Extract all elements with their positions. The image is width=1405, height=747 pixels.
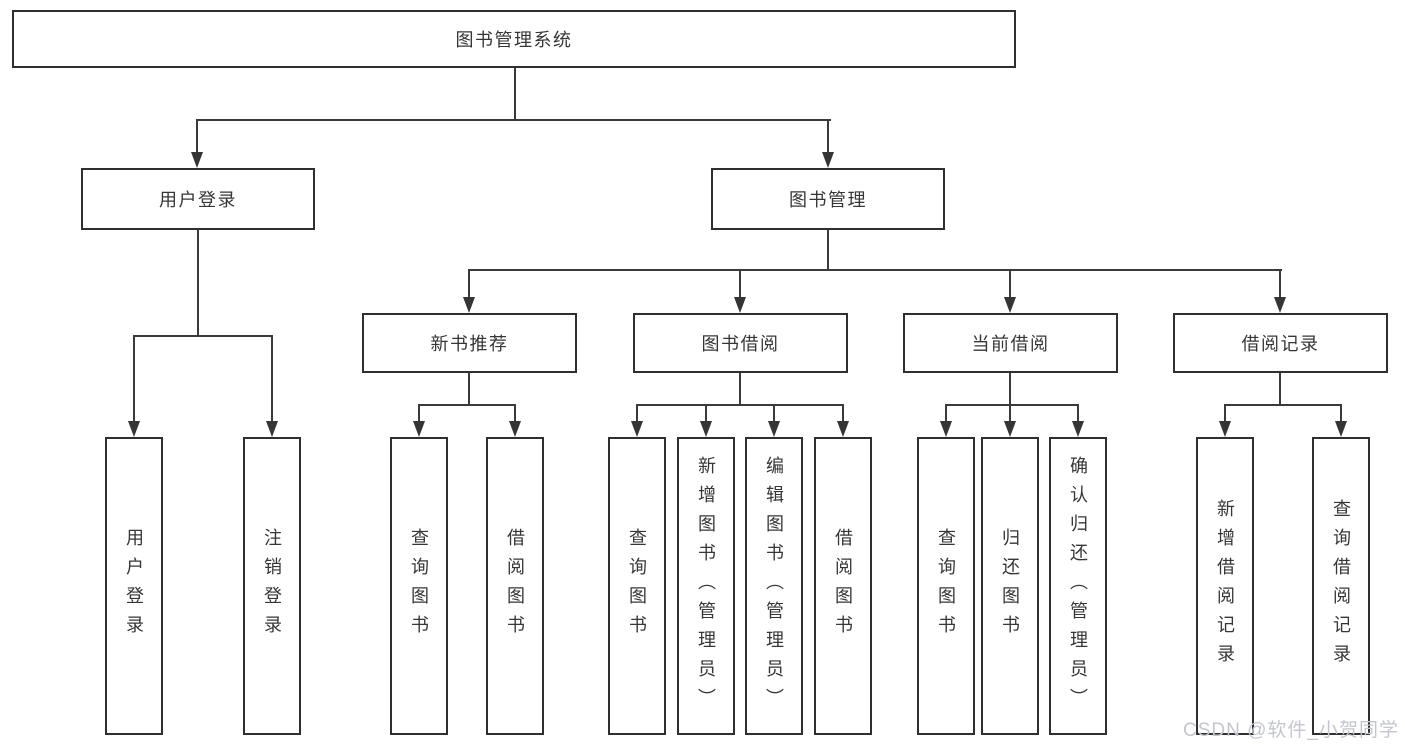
node-label: 确认归还（管理员） (1068, 455, 1088, 717)
node-label: 图书管理 (789, 190, 867, 210)
node-label: 查询借阅记录 (1331, 499, 1351, 673)
connector-line (1077, 404, 1079, 423)
node-label: 用户登录 (124, 528, 144, 644)
arrowhead-icon (734, 297, 746, 313)
leaf-return-book: 归还图书 (981, 437, 1039, 735)
arrowhead-icon (837, 421, 849, 437)
node-borrowing-records: 借阅记录 (1173, 313, 1388, 373)
node-label: 查询图书 (936, 528, 956, 644)
leaf-query-books-borrow: 查询图书 (608, 437, 666, 735)
node-current-borrowing: 当前借阅 (903, 313, 1118, 373)
arrowhead-icon (822, 152, 834, 168)
arrowhead-icon (1274, 297, 1286, 313)
connector-line (468, 373, 470, 406)
leaf-logout: 注销登录 (243, 437, 301, 735)
arrowhead-icon (509, 421, 521, 437)
connector-line (827, 230, 829, 270)
leaf-query-books-recommend: 查询图书 (390, 437, 448, 735)
node-book-borrowing: 图书借阅 (633, 313, 848, 373)
arrowhead-icon (266, 421, 278, 437)
connector-line (945, 404, 1079, 406)
node-label: 新增借阅记录 (1215, 499, 1235, 673)
node-label: 当前借阅 (971, 334, 1050, 354)
connector-line (705, 404, 707, 423)
connector-line (842, 404, 844, 423)
connector-line (1340, 404, 1342, 423)
connector-line (1279, 269, 1281, 299)
connector-line (514, 404, 516, 423)
node-label: 注销登录 (262, 528, 282, 644)
node-label: 查询图书 (627, 528, 647, 644)
connector-line (1009, 373, 1011, 406)
connector-line (1224, 404, 1342, 406)
connector-line (945, 404, 947, 423)
node-label: 图书借阅 (701, 334, 780, 354)
csdn-watermark: CSDN @软件_小贺同学 (1183, 720, 1399, 741)
arrowhead-icon (631, 421, 643, 437)
arrowhead-icon (940, 421, 952, 437)
arrowhead-icon (1335, 421, 1347, 437)
leaf-borrow-books-recommend: 借阅图书 (486, 437, 544, 735)
node-user-login: 用户登录 (81, 168, 315, 230)
leaf-edit-book-admin: 编辑图书（管理员） (745, 437, 803, 735)
connector-line (514, 68, 516, 120)
connector-line (469, 269, 1282, 271)
node-label: 查询图书 (409, 528, 429, 644)
arrowhead-icon (463, 297, 475, 313)
connector-line (636, 404, 638, 423)
connector-line (739, 373, 741, 406)
connector-line (827, 119, 829, 154)
leaf-query-borrow-record: 查询借阅记录 (1312, 437, 1370, 735)
connector-line (197, 230, 199, 336)
connector-line (1224, 404, 1226, 423)
connector-line (271, 335, 273, 423)
connector-line (1009, 404, 1011, 423)
node-label: 借阅记录 (1241, 334, 1320, 354)
connector-line (636, 404, 844, 406)
node-book-management: 图书管理 (711, 168, 945, 230)
node-label: 编辑图书（管理员） (764, 455, 784, 717)
arrowhead-icon (700, 421, 712, 437)
connector-line (197, 119, 831, 121)
arrowhead-icon (191, 152, 203, 168)
connector-line (773, 404, 775, 423)
arrowhead-icon (1219, 421, 1231, 437)
arrowhead-icon (1004, 297, 1016, 313)
connector-line (196, 119, 198, 154)
leaf-add-borrow-record: 新增借阅记录 (1196, 437, 1254, 735)
node-label: 新书推荐 (430, 334, 509, 354)
node-label: 归还图书 (1000, 528, 1020, 644)
node-label: 借阅图书 (833, 528, 853, 644)
leaf-user-login: 用户登录 (105, 437, 163, 735)
connector-line (739, 269, 741, 299)
node-label: 借阅图书 (505, 528, 525, 644)
connector-line (418, 404, 516, 406)
connector-line (133, 335, 135, 423)
connector-line (1009, 269, 1011, 299)
node-library-management-system: 图书管理系统 (12, 10, 1016, 68)
node-label: 图书管理系统 (455, 30, 573, 50)
connector-line (418, 404, 420, 423)
arrowhead-icon (768, 421, 780, 437)
leaf-borrow-books: 借阅图书 (814, 437, 872, 735)
arrowhead-icon (413, 421, 425, 437)
arrowhead-icon (1072, 421, 1084, 437)
arrowhead-icon (1004, 421, 1016, 437)
connector-line (1279, 373, 1281, 406)
node-label: 新增图书（管理员） (696, 455, 716, 717)
arrowhead-icon (128, 421, 140, 437)
node-new-book-recommendation: 新书推荐 (362, 313, 577, 373)
connector-line (133, 335, 273, 337)
leaf-query-books-current: 查询图书 (917, 437, 975, 735)
leaf-confirm-return-admin: 确认归还（管理员） (1049, 437, 1107, 735)
connector-line (468, 269, 470, 299)
node-label: 用户登录 (159, 190, 237, 210)
leaf-add-book-admin: 新增图书（管理员） (677, 437, 735, 735)
